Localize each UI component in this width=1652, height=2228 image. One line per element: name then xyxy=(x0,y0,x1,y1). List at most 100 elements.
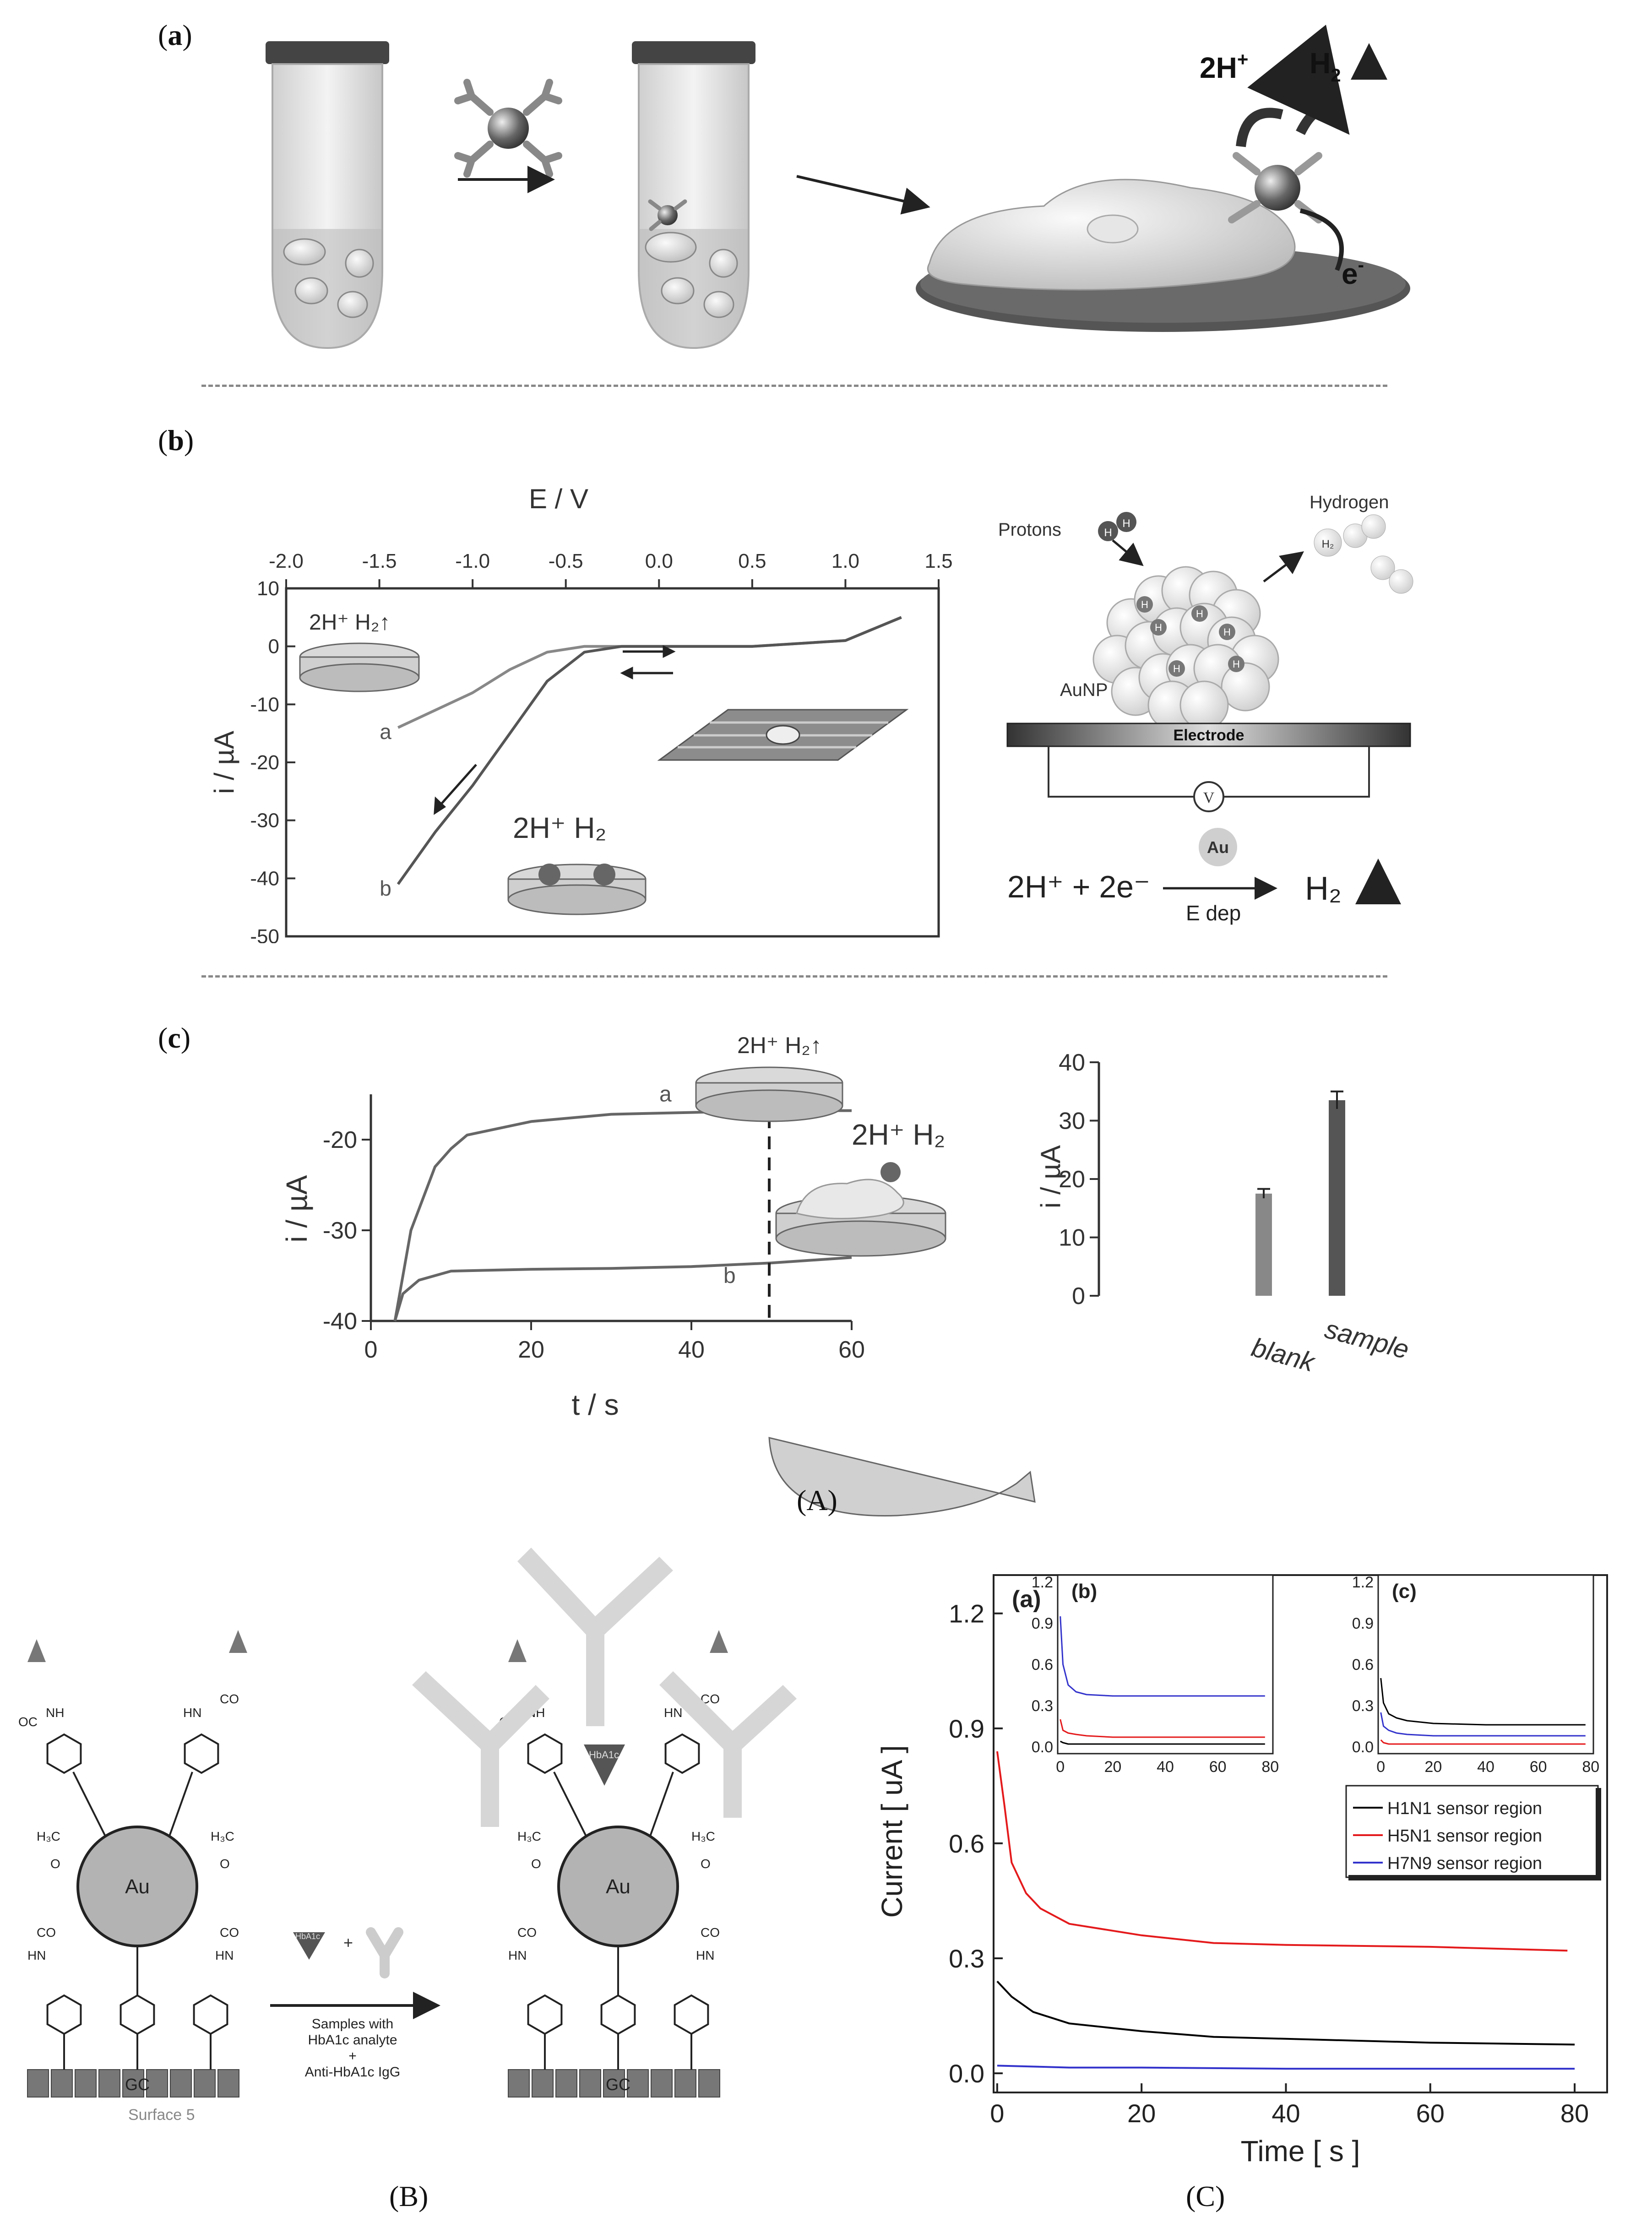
inset-y-tick-label: 1.2 xyxy=(1352,1574,1374,1591)
ca-inset-right-label: 2H⁺ H₂ xyxy=(852,1118,945,1151)
bar-sample xyxy=(1329,1100,1345,1296)
gc-block xyxy=(27,2069,49,2098)
svg-text:+: + xyxy=(348,2049,357,2064)
gc-block xyxy=(146,2069,168,2098)
hn-label: HN xyxy=(27,1948,46,1962)
bar-y-tick-label: 30 xyxy=(1059,1108,1085,1135)
bar-y-tick-label: 20 xyxy=(1059,1166,1085,1193)
hn-label: HN xyxy=(215,1948,234,1962)
nh-label: NH xyxy=(46,1706,64,1720)
inset-x-tick-label: 0 xyxy=(1056,1758,1065,1776)
cv-inset-bottom-label: 2H⁺ H₂ xyxy=(513,811,606,844)
current-plot-frame xyxy=(993,1574,1608,2093)
linker xyxy=(72,1772,106,1837)
inset-x-tick-label: 40 xyxy=(1477,1758,1494,1776)
inset-y-tick-label: 0.6 xyxy=(1352,1656,1374,1674)
bar-label-sample: sample xyxy=(1322,1314,1412,1365)
proton-label: H xyxy=(1196,608,1203,619)
svg-text:V: V xyxy=(1203,789,1215,806)
gc-block xyxy=(674,2069,696,2098)
equation-right: H₂ xyxy=(1305,870,1342,907)
arrow-2 xyxy=(796,175,930,215)
gc-block xyxy=(508,2069,530,2098)
cv-y-tick-label: 10 xyxy=(257,577,279,600)
benzene-ring xyxy=(120,1994,155,2035)
benzene-ring xyxy=(674,1994,709,2035)
inset-y-tick-label: 0.0 xyxy=(1352,1739,1374,1756)
inset-x-tick-label: 20 xyxy=(1424,1758,1442,1776)
gc-block xyxy=(627,2069,649,2098)
svg-text:HbA1c analyte: HbA1c analyte xyxy=(308,2032,397,2048)
co-label: CO xyxy=(37,1925,56,1940)
panel-a-illustration: 2H+ H2 e- xyxy=(266,24,1410,349)
cv-y-tick-label: -30 xyxy=(250,810,279,832)
o-label: O xyxy=(50,1857,60,1871)
figure-label-C: (C) xyxy=(1186,2180,1225,2212)
svg-text:H: H xyxy=(1104,527,1112,539)
ca-inset-top-label: 2H⁺ H₂↑ xyxy=(737,1035,822,1058)
ca-x-tick-label: 20 xyxy=(518,1337,544,1363)
ca-y-tick-label: -40 xyxy=(323,1308,357,1335)
hn-label: HN xyxy=(183,1706,201,1720)
co-label: CO xyxy=(220,1692,239,1706)
cv-y-axis-title: i / µA xyxy=(209,731,239,794)
inset-tag: (b) xyxy=(1071,1580,1097,1603)
gc-label: GC xyxy=(606,2075,630,2094)
inset-x-tick-label: 60 xyxy=(1530,1758,1547,1776)
ca-x-tick-label: 40 xyxy=(678,1337,705,1363)
proton-label: H xyxy=(1155,622,1162,633)
inset-y-tick-label: 0.3 xyxy=(1032,1697,1053,1715)
gc-block xyxy=(532,2069,554,2098)
legend-label-2: H5N1 sensor region xyxy=(1387,1826,1542,1846)
gc-block xyxy=(122,2069,144,2098)
current-series-2 xyxy=(996,1751,1568,1952)
inset-x-tick-label: 80 xyxy=(1582,1758,1599,1776)
cv-x-tick-label: -0.5 xyxy=(549,550,583,572)
co-label: CO xyxy=(517,1925,537,1940)
test-tube-1 xyxy=(266,41,389,349)
gc-block xyxy=(651,2069,673,2098)
o-label: O xyxy=(220,1857,230,1871)
o-label: O xyxy=(701,1857,711,1871)
current-y-tick-label: 1.2 xyxy=(949,1599,984,1628)
cv-y-tick-label: 0 xyxy=(268,636,279,658)
benzene-ring xyxy=(184,1733,219,1774)
ca-series-b xyxy=(393,1256,852,1321)
electrode-label: Electrode xyxy=(1174,727,1244,744)
inset-frame xyxy=(1057,1574,1274,1755)
inset-series xyxy=(1380,1712,1586,1737)
current-x-tick-label: 0 xyxy=(990,2099,1004,2128)
gc-block xyxy=(75,2069,97,2098)
ca-curve-label-b: b xyxy=(723,1264,736,1288)
cv-x-tick-label: -1.0 xyxy=(455,550,490,572)
antibody-nanoparticle xyxy=(454,79,562,178)
benzene-ring xyxy=(46,1994,82,2035)
electron-label: e- xyxy=(1342,255,1364,290)
proton-icon xyxy=(1191,605,1208,622)
svg-text:Au: Au xyxy=(1207,838,1229,857)
benzene-ring xyxy=(527,1994,563,2035)
equation-under: E dep xyxy=(1186,901,1241,925)
inset-y-tick-label: 0.9 xyxy=(1352,1615,1374,1632)
electrode-with-cell xyxy=(916,24,1410,332)
panel-tag-a: (a) xyxy=(1012,1586,1041,1613)
ca-x-tick-label: 0 xyxy=(364,1337,378,1363)
benzene-ring xyxy=(527,1733,563,1774)
hn-label: HN xyxy=(696,1948,714,1962)
cv-curve-label-b: b xyxy=(380,876,391,900)
inset-series xyxy=(1380,1678,1586,1726)
hba1c-triangle-icon xyxy=(293,1932,325,1960)
figure-label-B: (B) xyxy=(389,2180,429,2212)
benzene-ring xyxy=(600,1994,636,2035)
inset-series xyxy=(1380,1739,1586,1745)
linker xyxy=(168,1772,193,1837)
voltmeter-icon xyxy=(1193,781,1224,812)
cv-curve-label-a: a xyxy=(380,720,391,744)
bar-y-tick-label: 10 xyxy=(1059,1225,1085,1251)
electrode-bar xyxy=(1006,723,1411,747)
linker xyxy=(553,1772,587,1837)
